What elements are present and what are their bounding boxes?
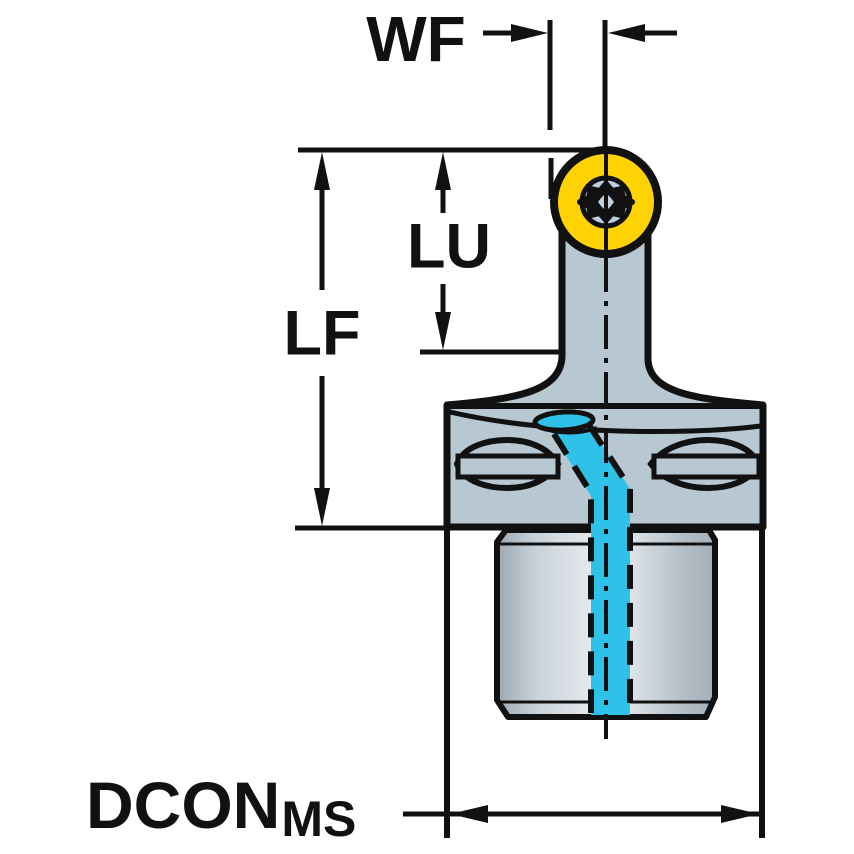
- label-dcon-main: DCON: [86, 768, 281, 842]
- coolant-entry-hole: [532, 409, 596, 433]
- label-dcon-ms: DCON MS: [86, 772, 356, 844]
- lu-dimension: [420, 152, 561, 355]
- coolant-duct: [549, 421, 630, 715]
- label-dcon-subscript: MS: [281, 791, 357, 847]
- coolant-channel: [532, 409, 633, 715]
- label-lu: LU: [407, 211, 491, 282]
- dcon-dimension: [403, 527, 765, 838]
- coolant-hidden-edge-left: [551, 432, 594, 713]
- label-lf: LF: [283, 298, 361, 369]
- lf-dimension: [295, 152, 447, 531]
- label-wf: WF: [366, 3, 466, 75]
- wf-dimension: [483, 20, 677, 199]
- dimension-annotations: [295, 20, 765, 838]
- flange-right-wing: [647, 436, 762, 492]
- tool-body: [443, 146, 767, 739]
- flange-face-arc: [449, 409, 762, 434]
- flange-left-wing: [453, 436, 562, 492]
